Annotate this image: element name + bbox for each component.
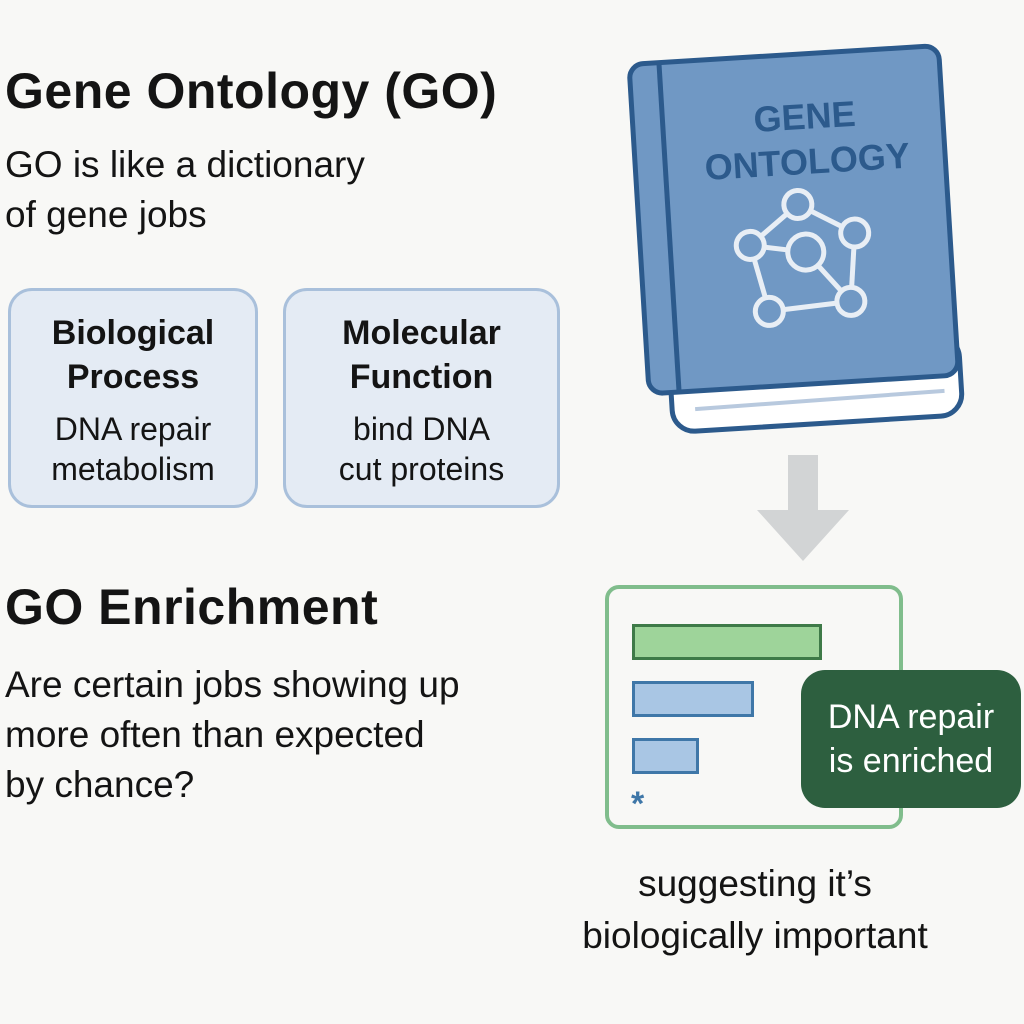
badge-line: DNA repair <box>827 698 995 736</box>
caption: suggesting it’s biologically important <box>530 858 980 962</box>
down-arrow-icon <box>757 455 849 561</box>
enrichment-question: Are certain jobs showing up more often t… <box>5 660 460 810</box>
book-title-line: GENE <box>752 93 856 140</box>
intro-line: GO is like a dictionary <box>5 144 365 185</box>
card-title: Function <box>349 358 494 396</box>
question-line: Are certain jobs showing up <box>5 664 460 705</box>
card-example: DNA repair <box>54 411 212 447</box>
card-example: cut proteins <box>338 451 505 487</box>
badge-line: is enriched <box>828 742 994 780</box>
card-title: Biological <box>51 314 215 352</box>
question-line: more often than expected <box>5 714 425 755</box>
card-example: metabolism <box>51 451 215 487</box>
page-title: Gene Ontology (GO) <box>5 63 498 119</box>
enrichment-title: GO Enrichment <box>5 579 379 635</box>
enrichment-bar <box>632 738 699 774</box>
caption-line: suggesting it’s <box>638 863 872 904</box>
book-illustration: GENE ONTOLOGY <box>627 43 965 434</box>
card-example: bind DNA <box>353 411 490 447</box>
enrichment-bar <box>632 681 754 717</box>
intro-line: of gene jobs <box>5 194 207 235</box>
enrichment-bar <box>632 624 822 660</box>
network-graph-icon <box>733 187 872 328</box>
card-title: Molecular <box>342 314 501 352</box>
card-title: Process <box>66 358 200 396</box>
enriched-badge: DNA repair is enriched <box>801 670 1021 808</box>
question-line: by chance? <box>5 764 195 805</box>
asterisk-icon: * <box>631 785 645 823</box>
intro-text: GO is like a dictionary of gene jobs <box>5 140 365 240</box>
caption-line: biologically important <box>582 915 928 956</box>
